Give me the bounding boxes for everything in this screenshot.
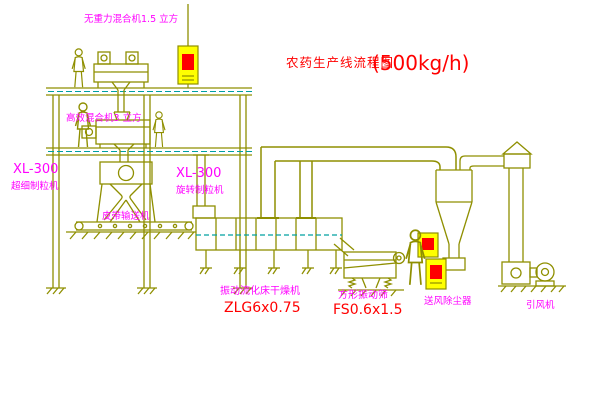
high-efficiency-mixer (81, 111, 151, 162)
label-sieve-model: FS0.6x1.5 (333, 302, 403, 318)
label-gravity-mixer: 无重力混合机1.5 立方 (84, 13, 178, 25)
exhaust-ducting (257, 146, 457, 219)
exhaust-stack (501, 141, 533, 262)
fluid-bed-dryer (192, 154, 355, 275)
label-high-efficiency-mixer: 高效混合机3 立方 (66, 112, 142, 124)
gravity-mixer (93, 51, 149, 112)
label-granulator-left-name: 超细制粒机 (11, 180, 59, 192)
granulator (96, 161, 156, 223)
control-cabinet-top (177, 45, 199, 88)
drawing-title-capacity: (500kg/h) (372, 51, 469, 75)
ground-hatch (66, 231, 196, 240)
drawing-title: 农药生产线流程图 (286, 55, 394, 70)
control-cabinet-lower (425, 258, 447, 290)
dryer-legs (199, 250, 342, 275)
label-granulator-left-model: XL-300 (13, 162, 58, 177)
label-induced-draft-fan: 引风机 (526, 299, 555, 311)
label-dryer-model: ZLG6x0.75 (224, 300, 301, 316)
vibrating-sieve (338, 251, 406, 297)
label-dust-collector: 送风除尘器 (424, 295, 472, 307)
column-base-hatch (46, 287, 253, 295)
induced-draft-fan (498, 261, 566, 293)
label-dryer-name: 振动流化床干燥机 (220, 284, 300, 297)
label-belt-conveyor: 皮带输送机 (102, 210, 150, 222)
label-granulator-center-name: 旋转制粒机 (176, 184, 224, 196)
belt-conveyor (74, 221, 194, 231)
label-granulator-center-model: XL-300 (176, 166, 221, 181)
label-sieve-name: 方形振动筛 (338, 288, 388, 301)
floor-centerlines (48, 91, 252, 152)
